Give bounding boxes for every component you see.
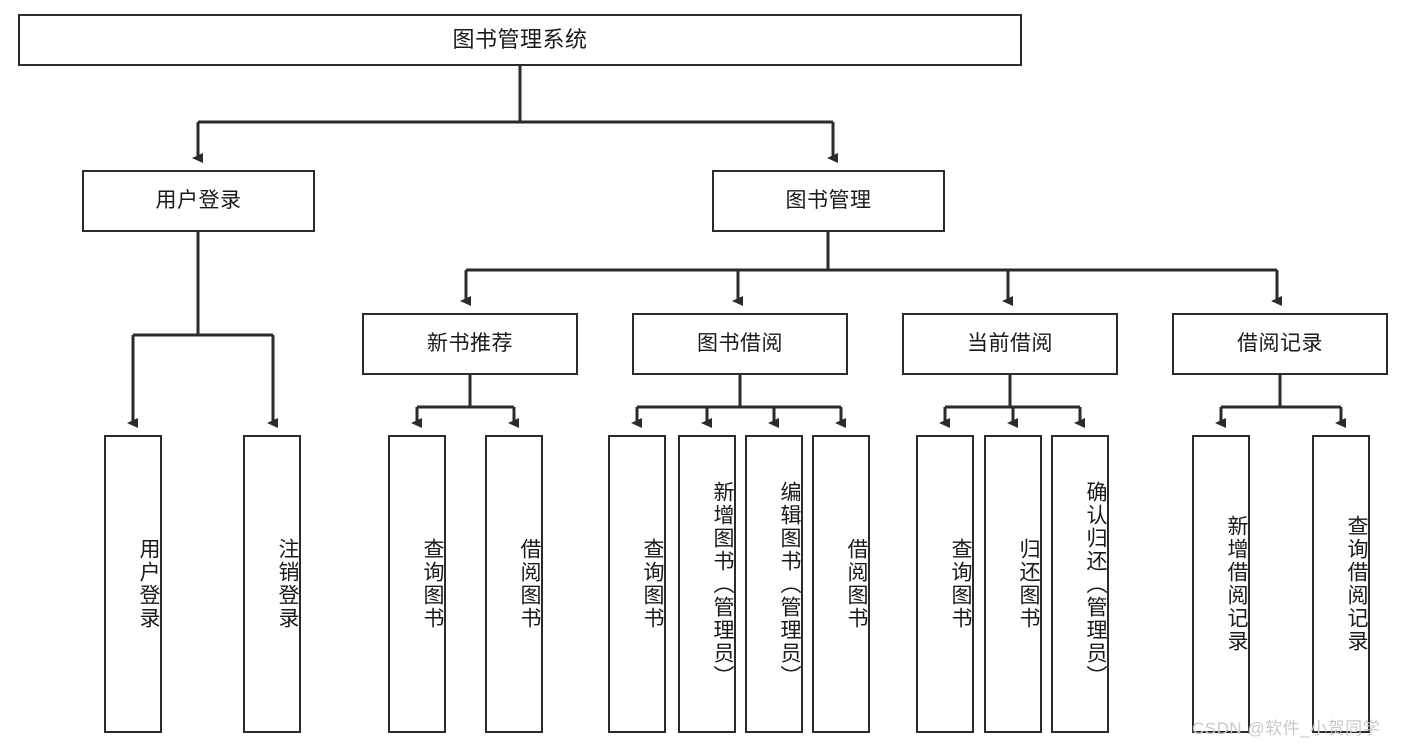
node-leaf-edit-book[interactable]: 编辑图书（管理员） (745, 435, 803, 733)
node-leaf-borrow-book-1[interactable]: 借阅图书 (485, 435, 543, 733)
node-leaf-add-book-label: 新增图书（管理员） (711, 480, 734, 688)
node-book-borrow-label: 图书借阅 (697, 332, 783, 356)
node-current-borrow-label: 当前借阅 (967, 332, 1053, 356)
node-leaf-query-record-label: 查询借阅记录 (1345, 515, 1368, 653)
node-leaf-query-book-3[interactable]: 查询图书 (916, 435, 974, 733)
node-leaf-borrow-book-2[interactable]: 借阅图书 (812, 435, 870, 733)
node-leaf-query-record[interactable]: 查询借阅记录 (1312, 435, 1370, 733)
node-leaf-query-book-1-label: 查询图书 (421, 538, 444, 630)
node-leaf-return-book[interactable]: 归还图书 (984, 435, 1042, 733)
node-leaf-confirm-return-label: 确认归还（管理员） (1084, 480, 1107, 688)
csdn-watermark: CSDN @软件_小贺同学 (1192, 719, 1381, 738)
node-book-manage[interactable]: 图书管理 (712, 170, 945, 232)
node-root[interactable]: 图书管理系统 (18, 14, 1022, 66)
node-leaf-user-login[interactable]: 用户登录 (104, 435, 162, 733)
node-borrow-record-label: 借阅记录 (1237, 332, 1323, 356)
node-leaf-query-book-2[interactable]: 查询图书 (608, 435, 666, 733)
node-user-login[interactable]: 用户登录 (82, 170, 315, 232)
node-book-borrow[interactable]: 图书借阅 (632, 313, 848, 375)
node-leaf-confirm-return[interactable]: 确认归还（管理员） (1051, 435, 1109, 733)
node-user-login-label: 用户登录 (155, 189, 242, 213)
node-borrow-record[interactable]: 借阅记录 (1172, 313, 1388, 375)
node-current-borrow[interactable]: 当前借阅 (902, 313, 1118, 375)
node-leaf-user-login-label: 用户登录 (137, 538, 160, 630)
node-leaf-return-book-label: 归还图书 (1017, 538, 1040, 630)
node-leaf-borrow-book-2-label: 借阅图书 (845, 538, 868, 630)
node-new-book-rec-label: 新书推荐 (427, 332, 513, 356)
node-leaf-add-record-label: 新增借阅记录 (1225, 515, 1248, 653)
node-leaf-add-record[interactable]: 新增借阅记录 (1192, 435, 1250, 733)
node-leaf-edit-book-label: 编辑图书（管理员） (778, 480, 801, 688)
node-leaf-add-book[interactable]: 新增图书（管理员） (678, 435, 736, 733)
node-leaf-query-book-3-label: 查询图书 (949, 538, 972, 630)
node-leaf-query-book-2-label: 查询图书 (641, 538, 664, 630)
node-book-manage-label: 图书管理 (785, 189, 872, 213)
node-leaf-borrow-book-1-label: 借阅图书 (518, 538, 541, 630)
node-leaf-logout-label: 注销登录 (276, 538, 299, 630)
node-new-book-rec[interactable]: 新书推荐 (362, 313, 578, 375)
node-root-label: 图书管理系统 (452, 26, 588, 52)
node-leaf-query-book-1[interactable]: 查询图书 (388, 435, 446, 733)
node-leaf-logout[interactable]: 注销登录 (243, 435, 301, 733)
